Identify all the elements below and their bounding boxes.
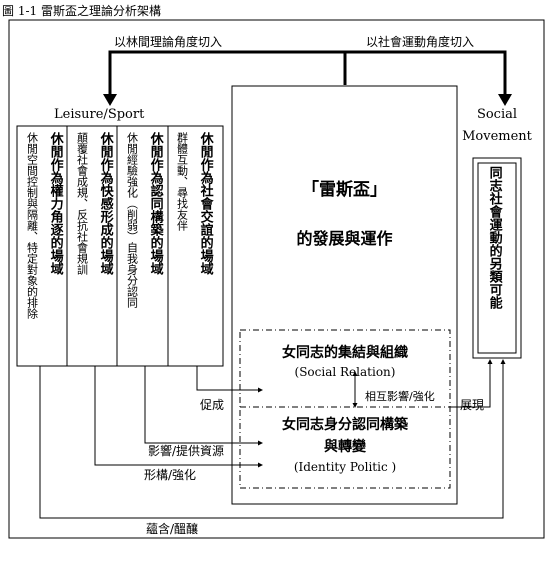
outer-frame [8, 19, 545, 539]
column-3-desc: 休閒經驗強化（削弱）自我身分認同 [125, 132, 139, 308]
top-right-label: 以社會運動角度切入 [366, 35, 475, 49]
manifest-label: 展現 [460, 398, 485, 412]
box2-title-2: 與轉變 [324, 439, 366, 455]
center-subtitle: 的發展與運作 [296, 229, 393, 248]
figure-caption: 圖 1-1 雷斯盃之理論分析架構 [2, 4, 161, 18]
box1-en: (Social Relation) [294, 365, 396, 379]
leisure-box [16, 125, 224, 367]
right-box-text: 同志社會運動的另類可能 [486, 166, 502, 309]
imply-label: 蘊含/醞釀 [146, 522, 199, 536]
center-title: 「雷斯盃」 [302, 180, 387, 200]
box2-title-1: 女同志身分認同構築 [282, 417, 408, 433]
influence-label: 影響/提供資源 [148, 444, 225, 458]
box1-title: 女同志的集結與組織 [282, 345, 408, 361]
center-box [231, 85, 458, 505]
box2-en: (Identity Politic ) [293, 460, 397, 474]
column-1-title: 休閒作為權力角逐的場域 [47, 132, 63, 275]
column-3-title: 休閒作為認同構築的場域 [147, 132, 163, 275]
column-4-title: 休閒作為社會交誼的場域 [197, 132, 213, 275]
column-2-title: 休閒作為快感形成的場域 [97, 132, 113, 275]
right-heading-2: Movement [462, 129, 532, 144]
left-heading: Leisure/Sport [54, 107, 145, 122]
top-left-label: 以林間理論角度切入 [114, 35, 223, 49]
column-1-desc: 休閒空間控制與隔離、特定對象的排除 [25, 132, 39, 319]
social-movement-box [472, 157, 522, 359]
mutual-label: 相互影響/強化 [365, 390, 435, 403]
right-heading-1: Social [476, 107, 518, 122]
dashed-group [239, 329, 451, 489]
column-4-desc: 群體互動、尋找友伴 [175, 132, 189, 231]
promote-label: 促成 [200, 398, 225, 412]
shape-label: 形構/強化 [144, 468, 197, 482]
column-2-desc: 顛覆社會成規、反抗社會規訓 [75, 132, 89, 275]
